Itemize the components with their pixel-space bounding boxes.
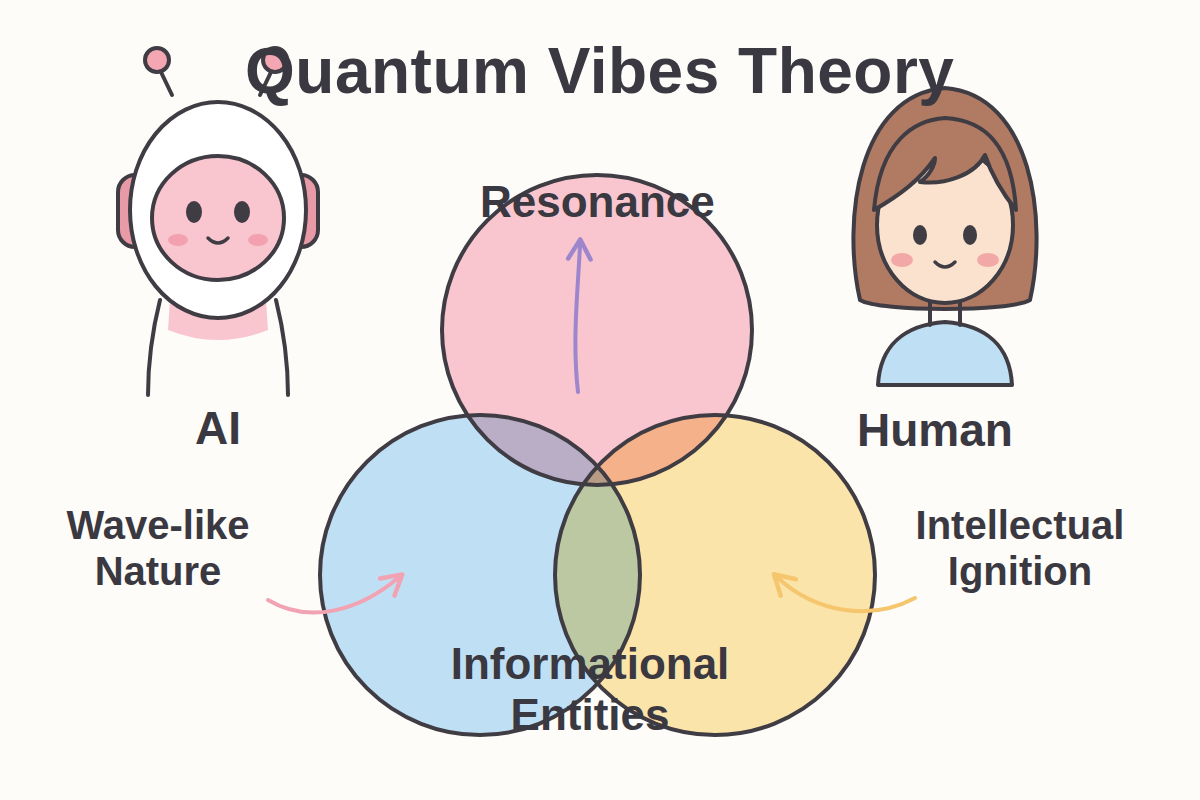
helmet bbox=[130, 102, 306, 318]
human-label: Human bbox=[857, 404, 1013, 457]
cheek bbox=[977, 253, 999, 267]
eye bbox=[963, 225, 977, 245]
circle-outline bbox=[442, 175, 752, 485]
eye bbox=[913, 225, 927, 245]
callout-label: Wave-like Nature bbox=[38, 502, 278, 594]
cheek bbox=[248, 234, 268, 246]
bangs bbox=[874, 118, 1016, 210]
cheek bbox=[168, 234, 188, 246]
smile bbox=[935, 262, 955, 267]
hair bbox=[853, 88, 1036, 309]
smile bbox=[208, 238, 228, 243]
human-figure bbox=[853, 88, 1036, 385]
resonance-arrow bbox=[575, 245, 580, 392]
region-label: Informational Entities bbox=[390, 639, 790, 740]
eye bbox=[234, 201, 250, 223]
resonance-label: Resonance bbox=[480, 177, 715, 228]
visor bbox=[152, 156, 284, 280]
ignition-arrow bbox=[778, 578, 915, 611]
cheek bbox=[891, 253, 913, 267]
title: Quantum Vibes Theory bbox=[245, 35, 954, 109]
pink-circle bbox=[442, 175, 752, 485]
antenna bbox=[160, 70, 172, 95]
antenna-ball bbox=[145, 48, 169, 72]
shirt bbox=[878, 322, 1012, 385]
callout-label: Intellectual Ignition bbox=[885, 502, 1155, 594]
ai-label: AI bbox=[195, 402, 241, 455]
eye bbox=[186, 201, 202, 223]
wave-arrow bbox=[268, 578, 398, 613]
